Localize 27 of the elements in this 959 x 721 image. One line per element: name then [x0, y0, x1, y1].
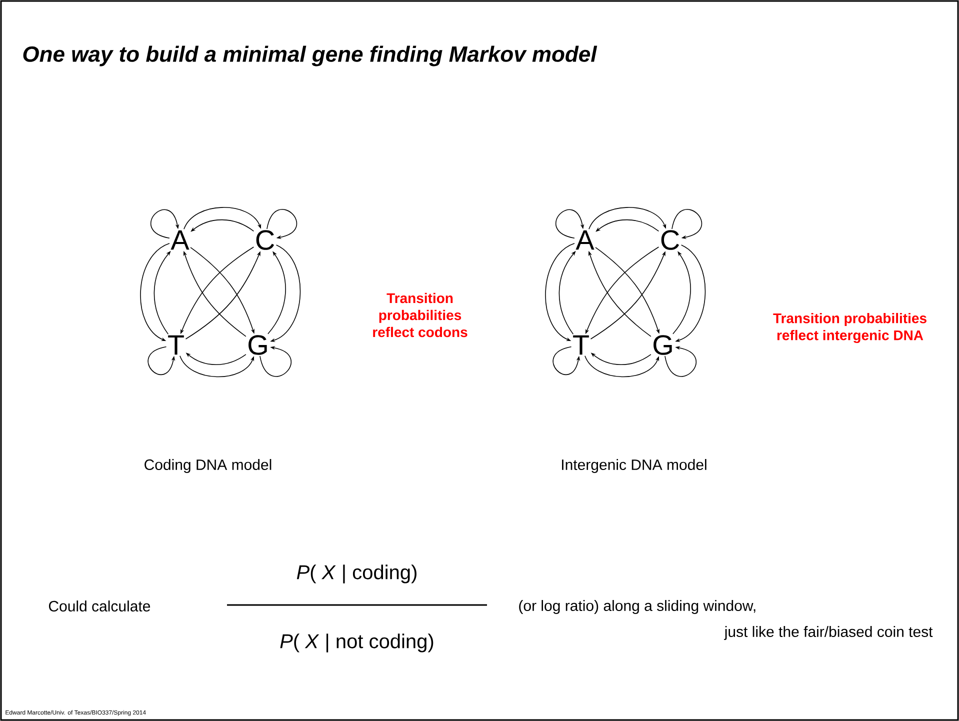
fraction-denominator: P( X | not coding): [280, 634, 434, 652]
state-letter: A: [170, 230, 190, 250]
model-caption: Intergenic DNA model: [562, 459, 706, 473]
fraction-numerator: P( X | coding): [296, 564, 416, 584]
arrow: [672, 209, 702, 240]
arrow: [555, 209, 584, 239]
title: One way to build a minimal gene finding Markov model: [23, 46, 598, 66]
formula-text: just like the fair/biased coin test: [724, 626, 933, 640]
state-letter: C: [256, 230, 274, 250]
arrow: [260, 346, 292, 377]
model-caption: Coding DNA model: [144, 459, 272, 473]
arrow: [184, 207, 262, 230]
state-letter: A: [576, 230, 594, 250]
state-letter: T: [168, 335, 184, 355]
formula-text: Could calculate: [48, 600, 150, 612]
arrow: [588, 207, 666, 230]
arrow: [150, 209, 180, 239]
arrow: [664, 346, 696, 377]
state-letter: C: [661, 230, 680, 250]
arrow: [266, 209, 297, 240]
formula-text: (or log ratio) along a sliding window,: [519, 600, 756, 614]
state-letter: G: [654, 335, 672, 355]
annotation-text: Transition probabilities reflect intergenic DNA: [773, 312, 926, 344]
state-letter: T: [573, 335, 589, 355]
arrow: [180, 355, 254, 378]
state-letter: G: [248, 335, 267, 355]
annotation-text: Transition probabilities reflect codons: [373, 292, 468, 338]
